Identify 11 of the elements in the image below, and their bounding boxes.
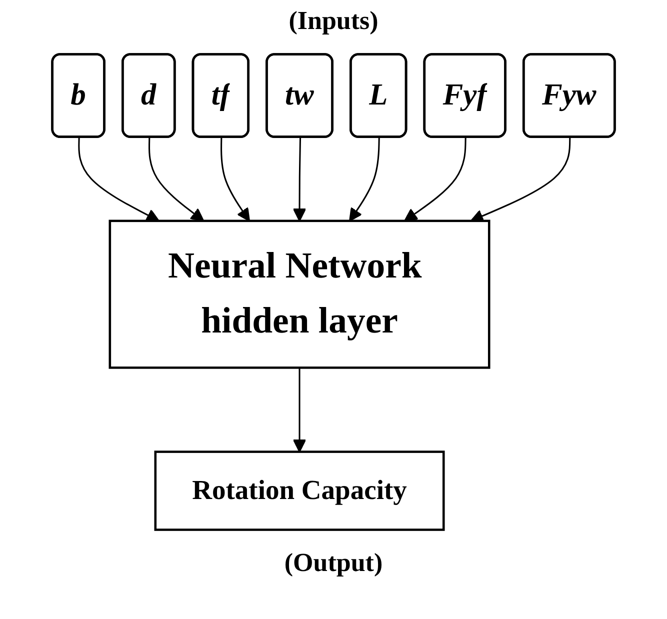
node-box: Neural Network hidden layer [108, 220, 490, 369]
node-box: Rotation Capacity [154, 450, 445, 531]
arrow [404, 138, 466, 222]
arrow [220, 138, 250, 222]
arrow [292, 368, 306, 452]
arrow [349, 138, 380, 222]
arrow [148, 138, 204, 222]
arrow [78, 138, 160, 222]
arrow [292, 138, 306, 222]
section-label: (Output) [283, 548, 384, 578]
section-label: (Inputs) [288, 6, 380, 36]
